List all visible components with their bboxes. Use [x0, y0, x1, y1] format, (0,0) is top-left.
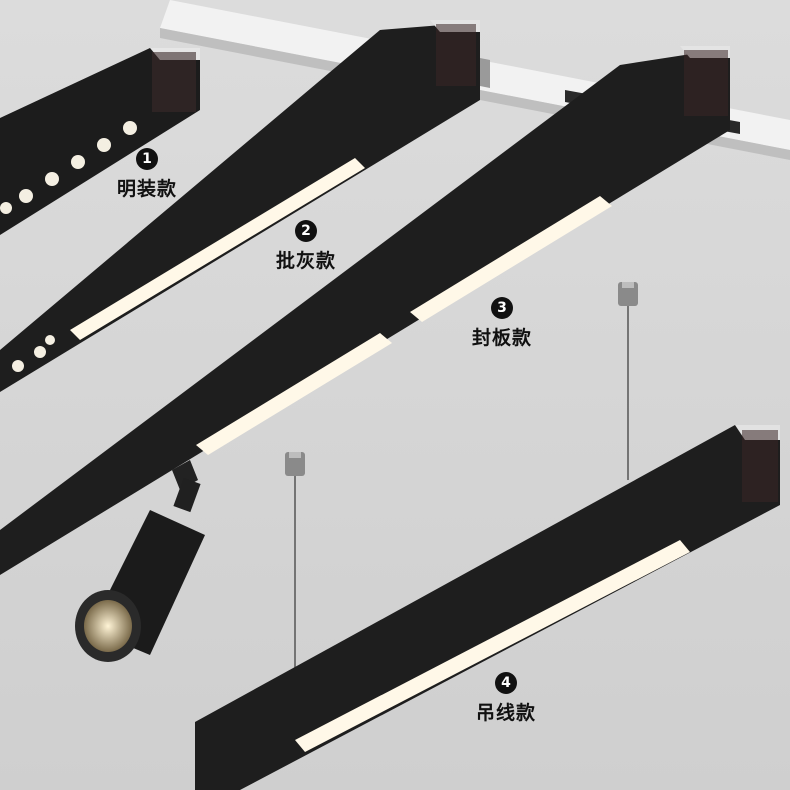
callout-4: 4 吊线款	[476, 672, 536, 725]
fixture-plaster-in	[0, 20, 480, 392]
fixture-covered-board	[0, 46, 730, 662]
callout-1: 1 明装款	[117, 148, 177, 201]
fixture-suspended	[195, 282, 780, 790]
callout-3: 3 封板款	[472, 297, 532, 350]
label-covered-board: 封板款	[472, 327, 533, 349]
fixture-surface-mounted	[0, 48, 200, 235]
badge-3: 3	[491, 297, 513, 319]
label-plaster-in: 批灰款	[276, 250, 337, 272]
badge-2: 2	[295, 220, 317, 242]
badge-1: 1	[136, 148, 158, 170]
label-suspended: 吊线款	[476, 702, 537, 724]
callout-2: 2 批灰款	[276, 220, 336, 273]
badge-4: 4	[495, 672, 517, 694]
label-surface-mounted: 明装款	[117, 178, 178, 200]
